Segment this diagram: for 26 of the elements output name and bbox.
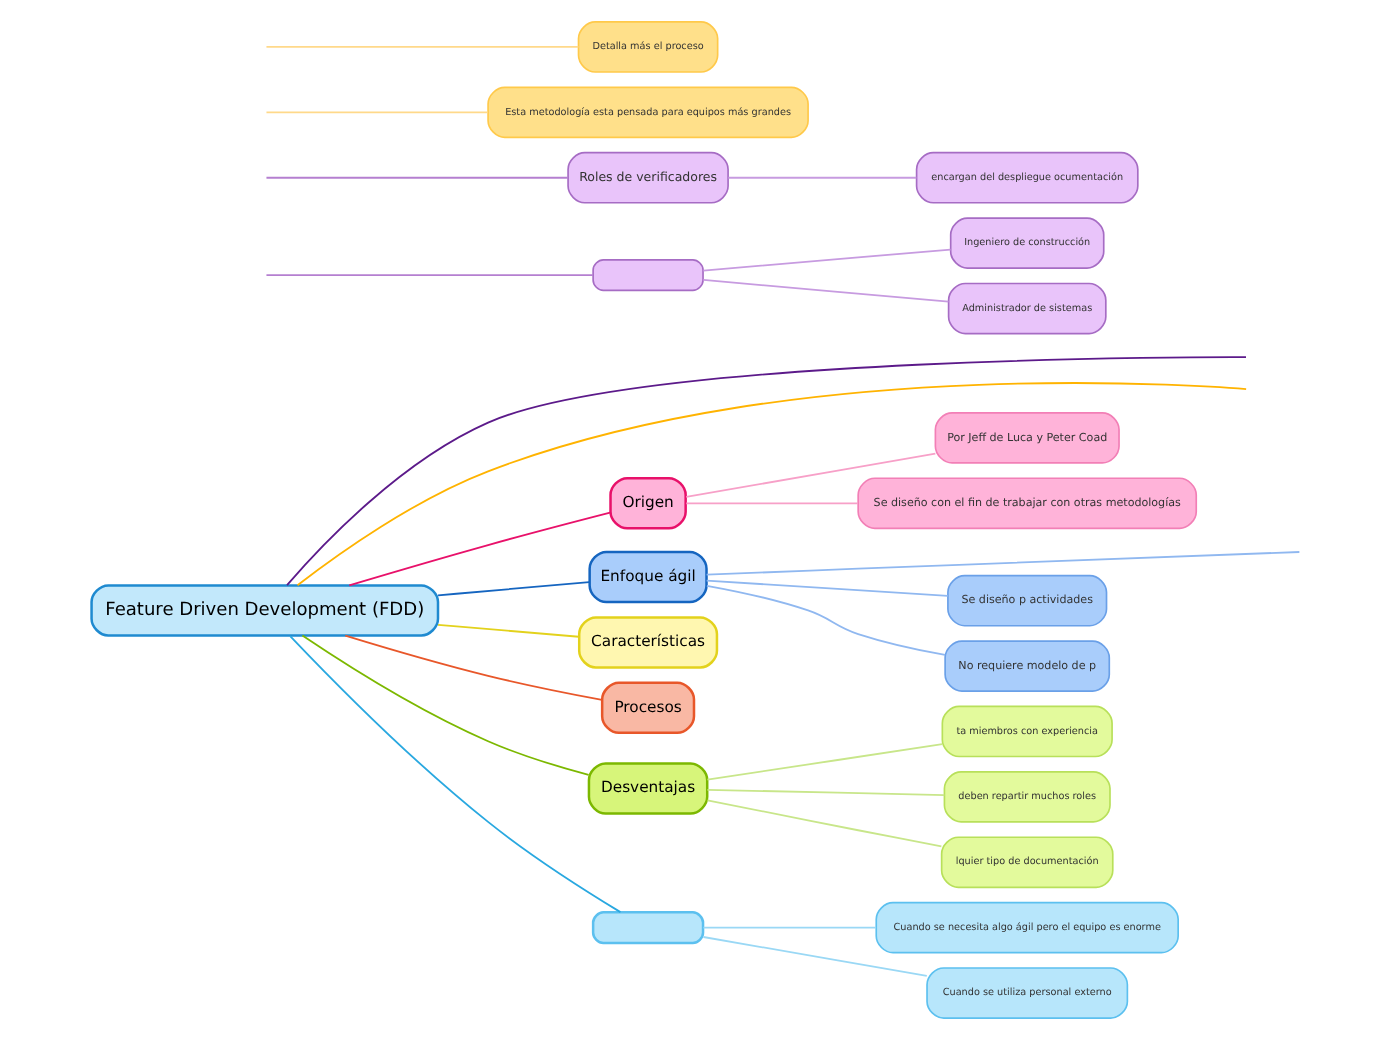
connector — [300, 634, 589, 776]
connector — [701, 926, 876, 929]
connector — [705, 788, 945, 796]
connector — [704, 584, 945, 656]
node-box: Feature Driven Development (FDD) — [89, 584, 439, 637]
connector — [436, 581, 590, 597]
node-box — [590, 911, 704, 945]
connector — [264, 176, 568, 179]
connector — [701, 279, 949, 303]
connector — [726, 176, 917, 179]
connector — [705, 799, 942, 848]
connector — [701, 936, 927, 977]
connector — [264, 46, 579, 48]
connector — [704, 579, 948, 597]
connector — [343, 634, 602, 701]
node-box — [591, 259, 703, 292]
connector — [705, 743, 943, 781]
connector — [288, 635, 621, 913]
connector — [264, 274, 593, 277]
connector — [436, 624, 579, 638]
connector — [264, 111, 488, 114]
connector — [347, 511, 610, 587]
connector — [684, 502, 858, 505]
connector — [684, 452, 936, 498]
connector — [701, 248, 951, 272]
connector — [704, 551, 1300, 576]
